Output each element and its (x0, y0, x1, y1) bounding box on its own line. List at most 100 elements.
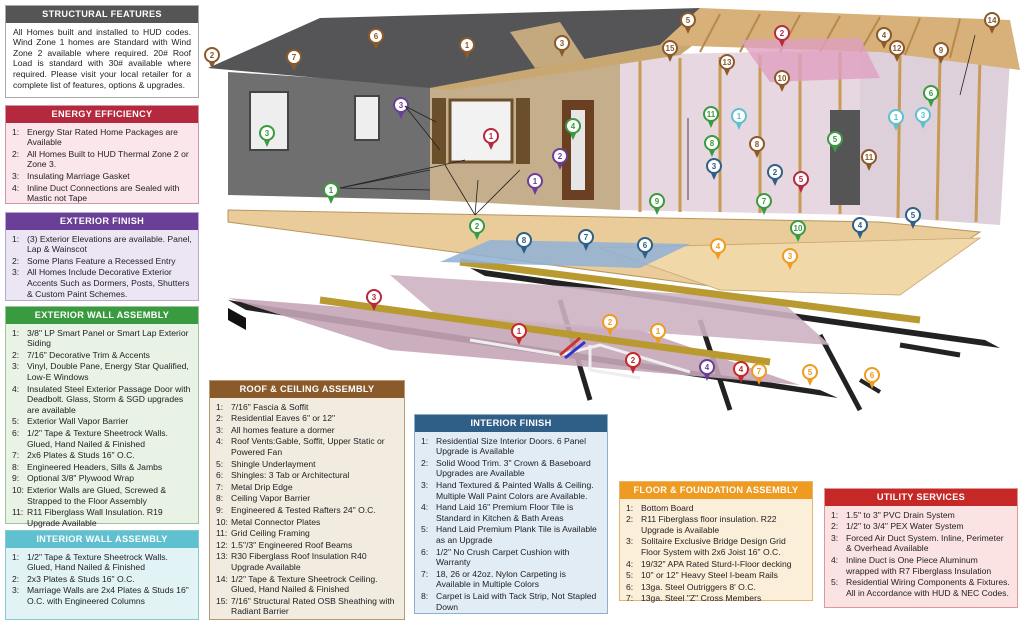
callout-pin-number: 3 (788, 252, 793, 261)
list-item: 3:Hand Textured & Painted Walls & Ceilin… (421, 480, 601, 501)
callout-pin: 3 (554, 35, 570, 57)
list-item-number: 4: (831, 554, 839, 565)
list-item-text: Grid Ceiling Framing (231, 528, 310, 539)
list-item: 12:1.5"/3" Engineered Roof Beams (216, 540, 398, 551)
list-item-text: Some Plans Feature a Recessed Entry (27, 255, 176, 266)
list-item: 6:13ga. Steel Outriggers 8' O.C. (626, 582, 806, 593)
callout-pin-number: 5 (799, 175, 804, 184)
list-item: 4:Hand Laid 16" Premium Floor Tile is St… (421, 502, 601, 523)
utility-services-title: UTILITY SERVICES (825, 489, 1017, 506)
structural-features-title: STRUCTURAL FEATURES (6, 6, 198, 23)
list-item: 5:Shingle Underlayment (216, 459, 398, 470)
callout-pin-number: 3 (712, 162, 717, 171)
list-item-number: 4: (216, 436, 224, 447)
callout-pin-number: 2 (608, 318, 613, 327)
list-item-text: R30 Fiberglass Roof Insulation R40 Upgra… (231, 551, 367, 572)
callout-pin-number: 8 (710, 139, 715, 148)
list-item: 7:Metal Drip Edge (216, 482, 398, 493)
list-item-text: All Homes Built to HUD Thermal Zone 2 or… (27, 148, 189, 170)
list-item: 2:7/16" Decorative Trim & Accents (12, 350, 192, 361)
callout-pin-number: 1 (533, 177, 538, 186)
list-item-text: Ceiling Vapor Barrier (231, 493, 311, 504)
list-item-text: 13ga. Steel "Z" Cross Members (641, 593, 762, 604)
list-item-number: 2: (12, 148, 20, 159)
callout-pin: 10 (774, 70, 790, 92)
callout-pin: 7 (756, 193, 772, 215)
list-item: 3:Vinyl, Double Pane, Energy Star Qualif… (12, 361, 192, 382)
callout-pin-number: 5 (686, 16, 691, 25)
list-item-text: 1/2" Tape & Texture Sheetrock Walls. Glu… (27, 551, 168, 573)
leader-lines (339, 34, 976, 216)
callout-pin-number: 2 (780, 29, 785, 38)
callout-pin: 2 (469, 218, 485, 240)
list-item: 1:Bottom Board (626, 503, 806, 514)
list-item-text: Hand Textured & Painted Walls & Ceiling.… (436, 479, 594, 501)
callout-pin: 9 (649, 193, 665, 215)
callout-pin: 3 (366, 289, 382, 311)
list-item: 4:19/32" APA Rated Sturd-I-Floor decking (626, 559, 806, 570)
list-item-number: 5: (12, 416, 20, 427)
list-item-text: 1.5"/3" Engineered Roof Beams (231, 539, 353, 550)
callout-pin-number: 1 (656, 327, 661, 336)
house-walls (228, 50, 1010, 225)
interior-wall-assembly-title: INTERIOR WALL ASSEMBLY (6, 531, 198, 548)
list-item: 1:Energy Star Rated Home Packages are Av… (12, 127, 192, 148)
interior-wall-assembly-panel: INTERIOR WALL ASSEMBLY 1:1/2" Tape & Tex… (5, 530, 199, 620)
callout-pin-number: 1 (737, 112, 742, 121)
callout-pin-number: 4 (882, 31, 887, 40)
roof-ceiling-assembly-panel: ROOF & CEILING ASSEMBLY 1:7/16" Fascia &… (209, 380, 405, 620)
list-item-number: 3: (12, 170, 20, 181)
list-item: 8:Carpet is Laid with Tack Strip, Not St… (421, 591, 601, 612)
list-item: 2: R11 Fiberglass floor insulation. R22 U… (626, 514, 806, 535)
list-item-text: Residential Wiring Components & Fixtures… (846, 577, 1010, 598)
list-item-text: Energy Star Rated Home Packages are Avai… (27, 126, 178, 148)
callout-pin: 1 (511, 323, 527, 345)
list-item: 7:13ga. Steel "Z" Cross Members (626, 593, 806, 604)
callout-pin-number: 1 (329, 186, 334, 195)
plumbing-lines (469, 336, 691, 380)
list-item: 4:Inline Duct Connections are Sealed wit… (12, 183, 192, 204)
list-item: 3:All homes feature a dormer (216, 425, 398, 436)
list-item-number: 9: (12, 473, 20, 484)
callout-pin: 7 (578, 229, 594, 251)
list-item-text: R11 Fiberglass floor insulation. R22 Upg… (641, 514, 777, 535)
callout-pin: 7 (751, 363, 767, 385)
list-item-text: 2x6 Plates & Studs 16" O.C. (27, 450, 135, 461)
list-item-number: 7: (216, 481, 224, 492)
list-item-text: 10" or 12" Heavy Steel I-beam Rails (641, 570, 778, 581)
interior-finish-title: INTERIOR FINISH (415, 415, 607, 432)
callout-pin: 12 (889, 40, 905, 62)
callout-pin: 8 (749, 136, 765, 158)
callout-pin-number: 8 (755, 140, 760, 149)
callout-pin: 5 (793, 171, 809, 193)
callout-pin-number: 9 (655, 197, 660, 206)
list-item-number: 2: (626, 514, 634, 525)
callout-pin: 1 (731, 108, 747, 130)
list-item-text: Engineered Headers, Sills & Jambs (27, 461, 163, 472)
callout-pin: 5 (827, 131, 843, 153)
callout-pin-number: 13 (723, 58, 732, 67)
energy-efficiency-panel: ENERGY EFFICIENCY 1:Energy Star Rated Ho… (5, 105, 199, 204)
list-item-text: 7/16" Fascia & Soffit (231, 401, 309, 412)
callout-pin-number: 2 (475, 222, 480, 231)
list-item-number: 2: (421, 457, 429, 468)
callout-pin: 1 (650, 323, 666, 345)
callout-pin-number: 11 (707, 110, 716, 119)
list-item-number: 15: (216, 595, 228, 606)
list-item-text: All Homes Include Decorative Exterior Ac… (27, 267, 190, 299)
list-item: 8:Ceiling Vapor Barrier (216, 493, 398, 504)
list-item-text: Residential Size Interior Doors. 6 Panel… (436, 435, 586, 457)
list-item-number: 2: (12, 573, 20, 584)
list-item-text: Insulated Steel Exterior Passage Door wi… (27, 383, 191, 415)
list-item-text: 19/32" APA Rated Sturd-I-Floor decking (641, 558, 792, 569)
list-item-text: 13ga. Steel Outriggers 8' O.C. (641, 581, 756, 592)
list-item-number: 3: (12, 267, 20, 278)
list-item-text: Vinyl, Double Pane, Energy Star Qualifie… (27, 361, 189, 382)
callout-pin-number: 4 (705, 363, 710, 372)
interior-finish-panel: INTERIOR FINISH 1:Residential Size Inter… (414, 414, 608, 614)
callout-pin: 1 (483, 128, 499, 150)
list-item: 2:1/2" to 3/4" PEX Water System (831, 521, 1011, 532)
list-item-number: 4: (12, 182, 20, 193)
callout-pin-number: 1 (894, 113, 899, 122)
